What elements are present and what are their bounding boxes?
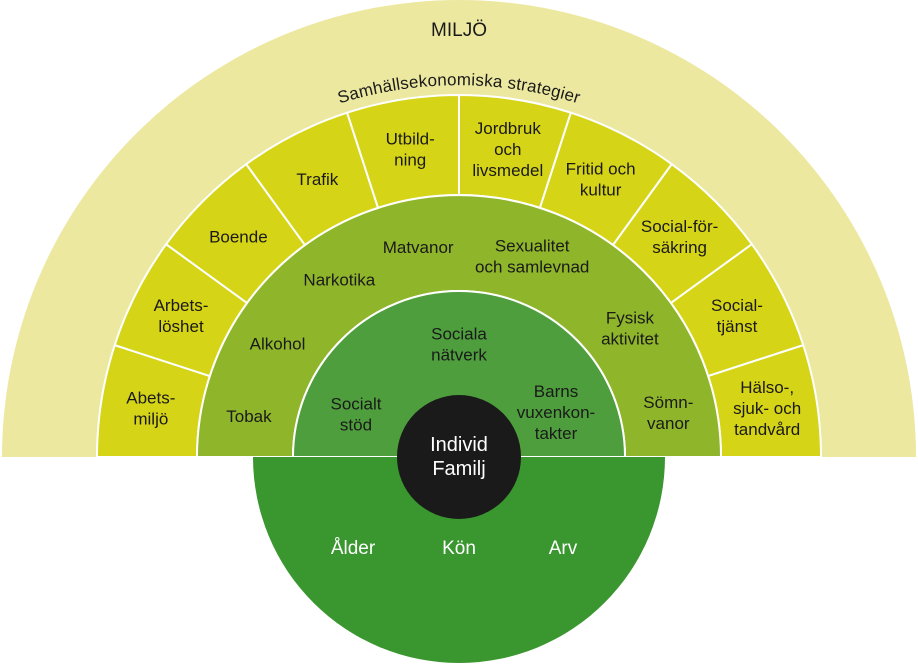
sector-label: Abets-miljö xyxy=(126,389,175,429)
sector-label: Trafik xyxy=(296,170,338,189)
sector-label: Hälso-, sjuk- och tandvård xyxy=(733,378,801,439)
lifestyle-label-line: vanor xyxy=(647,414,690,433)
lifestyle-label: Sömn-vanor xyxy=(643,393,693,433)
sector-label: Boende xyxy=(209,227,268,246)
sector-label-line: Utbild- xyxy=(386,129,435,148)
sector-label-line: Boende xyxy=(209,227,268,246)
sector-label-line: löshet xyxy=(158,317,204,336)
sector-label-line: och xyxy=(494,140,521,159)
lifestyle-label: Matvanor xyxy=(383,238,454,257)
social-band xyxy=(291,290,627,458)
base-label: Arv xyxy=(549,538,578,559)
lifestyle-label: Fysisk aktivitet xyxy=(601,309,659,349)
lifestyle-label: Narkotika xyxy=(303,271,375,290)
sector-label-line: Abets- xyxy=(126,389,175,408)
sector-label: Utbild-ning xyxy=(386,129,435,169)
sector-label-line: Trafik xyxy=(296,170,338,189)
sector-label-line: livsmedel xyxy=(472,161,543,180)
sector-label: Jordbruk och livsmedel xyxy=(472,119,543,180)
base-label: Kön xyxy=(442,538,476,559)
sector-label-line: miljö xyxy=(133,410,168,429)
center-label-line: Familj xyxy=(432,458,485,480)
sector-label-line: sjuk- och xyxy=(733,399,801,418)
lifestyle-label: Tobak xyxy=(226,407,272,426)
sector-label-line: Fritid och xyxy=(566,160,636,179)
sector-ring: Abets-miljö Arbets-löshet Boende Trafik Utbi… xyxy=(95,93,823,458)
social-label-line: stöd xyxy=(340,416,372,435)
lifestyle-label: Sexualitet och samlevnad xyxy=(475,236,589,276)
center-label-line: Individ xyxy=(430,434,488,456)
base-shape xyxy=(253,457,665,663)
sector-label: Social-för-säkring xyxy=(641,217,718,257)
lifestyle-label-line: Narkotika xyxy=(303,271,375,290)
sector-label: Social-tjänst xyxy=(711,296,763,336)
sector-label-line: Social- xyxy=(711,296,763,315)
social-label-line: Socialt xyxy=(330,395,381,414)
sector-label: Arbets-löshet xyxy=(154,296,209,336)
sector-label-line: Social-för- xyxy=(641,217,718,236)
social-label: Sociala nätverk xyxy=(431,325,487,365)
sector-label-line: ning xyxy=(394,150,426,169)
lifestyle-label-line: Fysisk xyxy=(606,309,655,328)
base-half-disc: Ålder Kön Arv xyxy=(253,457,665,663)
lifestyle-label-line: Matvanor xyxy=(383,238,454,257)
environment-title: MILJÖ xyxy=(431,20,487,41)
social-label-line: vuxenkon- xyxy=(517,403,595,422)
sector-label-line: kultur xyxy=(580,181,622,200)
sector-label-line: Hälso-, xyxy=(740,378,794,397)
sector-label-line: Jordbruk xyxy=(475,119,542,138)
sector-label-line: tandvård xyxy=(734,420,800,439)
lifestyle-label: Alkohol xyxy=(250,335,306,354)
sector-label-line: tjänst xyxy=(717,317,758,336)
lifestyle-label-line: Sömn- xyxy=(643,393,693,412)
social-label: Barns vuxenkon-takter xyxy=(517,382,595,443)
lifestyle-label-line: och samlevnad xyxy=(475,257,589,276)
center-circle xyxy=(397,395,521,519)
lifestyle-label-line: aktivitet xyxy=(601,330,659,349)
lifestyle-label-line: Tobak xyxy=(226,407,272,426)
social-label-line: Sociala xyxy=(431,325,487,344)
lifestyle-label-line: Sexualitet xyxy=(495,236,570,255)
social-label-line: takter xyxy=(535,424,578,443)
sector-label: Fritid och kultur xyxy=(566,160,636,200)
base-label: Ålder xyxy=(331,538,376,559)
lifestyle-label-line: Alkohol xyxy=(250,335,306,354)
sector-label-line: Arbets- xyxy=(154,296,209,315)
social-label-line: Barns xyxy=(534,382,578,401)
social-label-line: nätverk xyxy=(431,346,487,365)
social-label: Socialt stöd xyxy=(330,395,381,435)
sector-label-line: säkring xyxy=(652,238,707,257)
